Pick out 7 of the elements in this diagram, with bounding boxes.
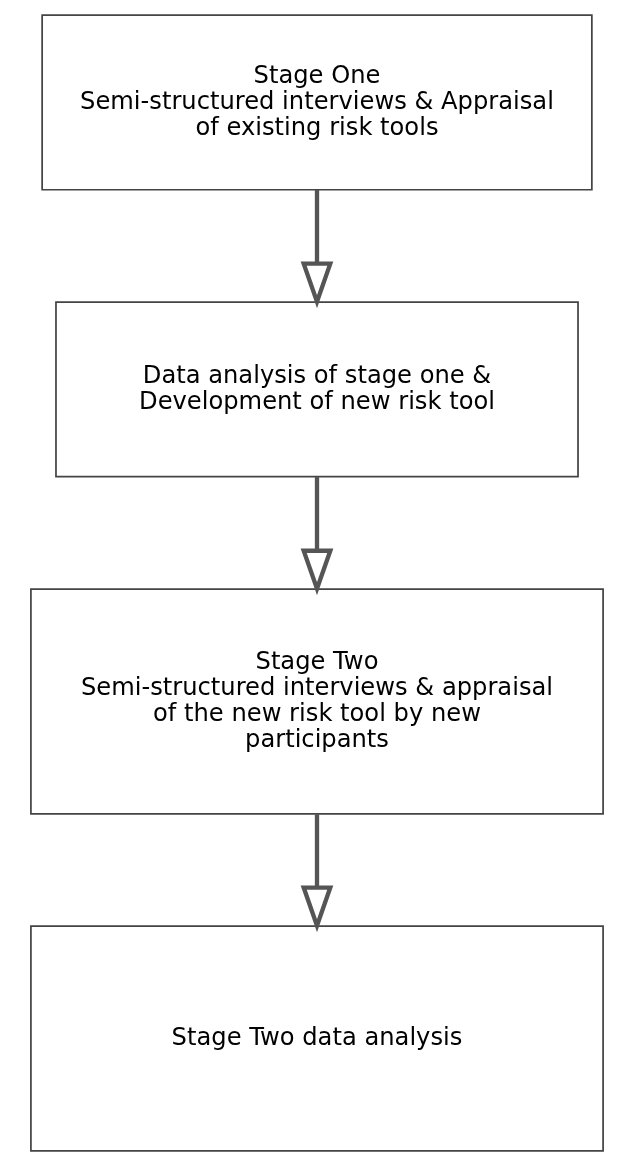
arrow: [300, 477, 334, 596]
node-box: Data analysis of stage one & Development of new risk tool: [55, 301, 579, 478]
arrow: [300, 814, 334, 933]
node-box: Stage Two Semi-structured interviews & appraisal of the new risk tool by new participants: [30, 588, 604, 815]
arrow: [300, 190, 334, 309]
node-box: Stage Two data analysis: [30, 925, 604, 1152]
node-box: Stage One Semi-structured interviews & Appraisal of existing risk tools: [41, 14, 593, 191]
